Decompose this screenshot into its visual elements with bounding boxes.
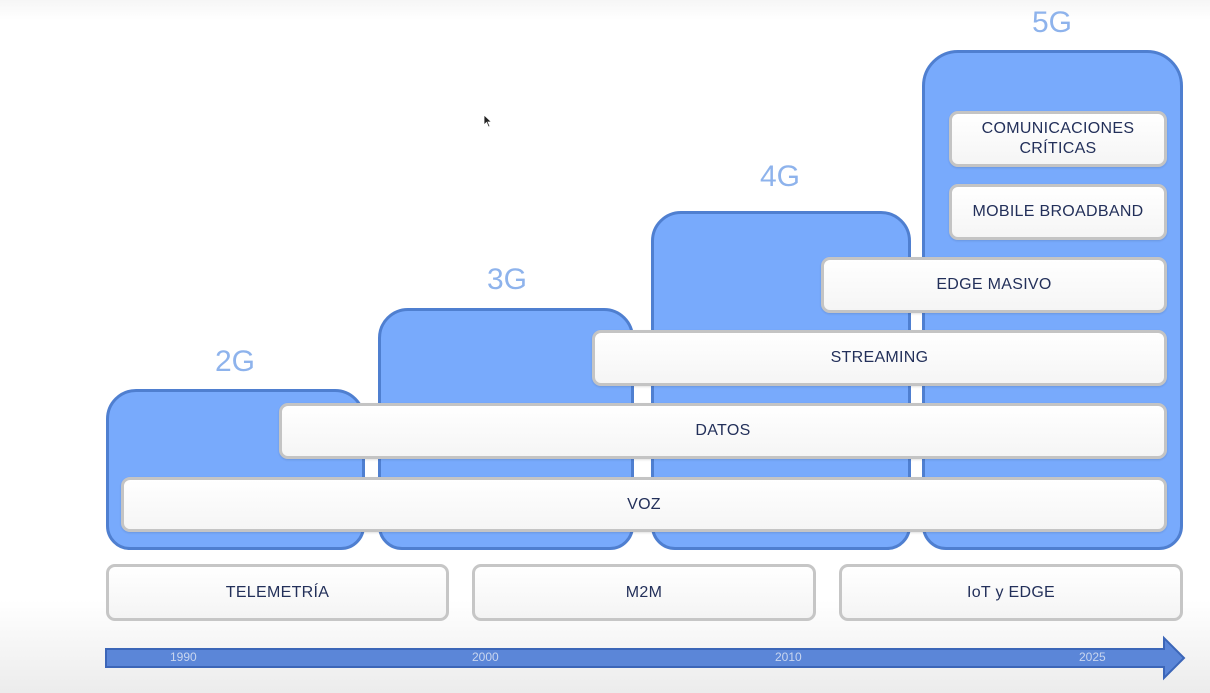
streaming-bar: STREAMING xyxy=(592,330,1167,386)
year-2010: 2010 xyxy=(775,650,802,664)
generation-3g-label: 3G xyxy=(486,263,528,296)
mobile-broadband-bar: MOBILE BROADBAND xyxy=(949,184,1167,240)
iot-edge-box: IoT y EDGE xyxy=(839,564,1183,621)
datos-bar: DATOS xyxy=(279,403,1167,459)
m2m-box: M2M xyxy=(472,564,816,621)
year-2025: 2025 xyxy=(1079,650,1106,664)
generation-5g-label: 5G xyxy=(1031,6,1073,39)
voz-bar: VOZ xyxy=(121,477,1167,532)
generation-2g-label: 2G xyxy=(214,345,256,378)
comunicaciones-criticas-bar: COMUNICACIONES CRÍTICAS xyxy=(949,111,1167,167)
edge-masivo-bar: EDGE MASIVO xyxy=(821,257,1167,313)
year-1990: 1990 xyxy=(170,650,197,664)
timeline-arrow xyxy=(105,635,1186,681)
mouse-cursor-icon xyxy=(483,114,493,128)
telemetria-box: TELEMETRÍA xyxy=(106,564,449,621)
year-2000: 2000 xyxy=(472,650,499,664)
generation-4g-label: 4G xyxy=(759,160,801,193)
